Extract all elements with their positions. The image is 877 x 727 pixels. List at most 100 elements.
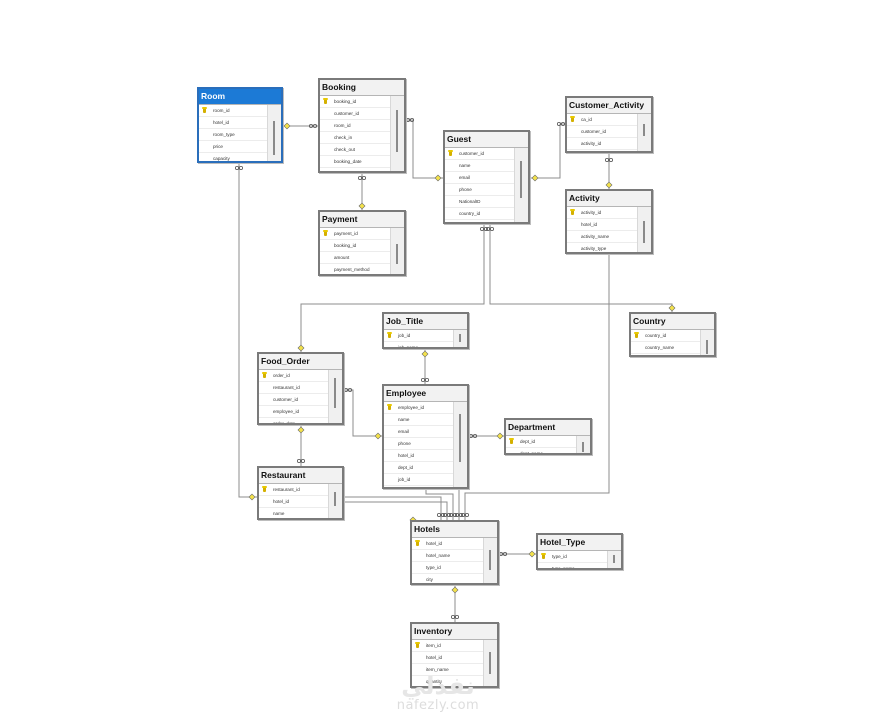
column-row[interactable]: email [445, 172, 514, 184]
column-row[interactable]: country_id [445, 208, 514, 220]
relationship-line[interactable] [344, 389, 382, 437]
column-row[interactable]: country_code [631, 354, 700, 355]
scrollbar-thumb[interactable] [273, 121, 275, 155]
column-row[interactable]: employee_id [384, 402, 453, 414]
column-row[interactable]: capacity [199, 153, 267, 161]
table-title[interactable]: Country [631, 314, 714, 330]
scrollbar[interactable] [514, 148, 528, 222]
scrollbar-thumb[interactable] [582, 442, 584, 452]
table-title[interactable]: Booking [320, 80, 404, 96]
column-row[interactable]: customer_id [445, 148, 514, 160]
column-row[interactable]: job_id [384, 474, 453, 486]
relationship-line[interactable] [238, 163, 257, 498]
column-row[interactable]: payment_id [320, 228, 390, 240]
scrollbar[interactable] [328, 370, 342, 423]
column-row[interactable]: amount [320, 252, 390, 264]
table-title[interactable]: Room [199, 89, 281, 105]
column-row[interactable]: restaurant_id [259, 484, 328, 496]
column-row[interactable]: price [199, 141, 267, 153]
column-row[interactable]: booking_id [320, 96, 390, 108]
column-row[interactable]: job_name [384, 342, 453, 347]
column-row[interactable]: booking_date [320, 156, 390, 168]
scrollbar[interactable] [453, 402, 467, 487]
column-row[interactable]: hotel_id [412, 538, 483, 550]
table-title[interactable]: Hotels [412, 522, 497, 538]
relationship-line[interactable] [530, 123, 565, 179]
relationship-line[interactable] [464, 254, 610, 520]
column-row[interactable]: type_name [538, 563, 607, 568]
column-row[interactable]: type_id [412, 562, 483, 574]
relationship-line[interactable] [436, 488, 460, 520]
scrollbar[interactable] [328, 484, 342, 518]
table-title[interactable]: Food_Order [259, 354, 342, 370]
scrollbar[interactable] [637, 207, 651, 252]
column-row[interactable]: type_id [538, 551, 607, 563]
column-row[interactable]: ca_id [567, 114, 637, 126]
column-row[interactable]: hotel_id [412, 652, 483, 664]
column-row[interactable]: hotel_id [259, 496, 328, 508]
column-row[interactable]: name [259, 508, 328, 518]
column-row[interactable]: quantity [412, 676, 483, 686]
column-row[interactable]: phone [445, 184, 514, 196]
table-title[interactable]: Inventory [412, 624, 497, 640]
table-title[interactable]: Customer_Activity [567, 98, 651, 114]
scrollbar[interactable] [576, 436, 590, 453]
relationship-line[interactable] [406, 119, 443, 179]
table-title[interactable]: Guest [445, 132, 528, 148]
column-row[interactable]: is_repeated_guest [445, 220, 514, 222]
column-row[interactable]: name [445, 160, 514, 172]
column-row[interactable]: order_date [259, 418, 328, 423]
column-row[interactable]: restaurant_id [259, 382, 328, 394]
column-row[interactable]: hotel_id [199, 117, 267, 129]
scrollbar-thumb[interactable] [613, 555, 615, 563]
table-title[interactable]: Activity [567, 191, 651, 207]
scrollbar-thumb[interactable] [643, 124, 645, 136]
column-row[interactable]: customer_id [567, 126, 637, 138]
scrollbar[interactable] [700, 330, 714, 355]
column-row[interactable]: name [384, 414, 453, 426]
table-title[interactable]: Hotel_Type [538, 535, 621, 551]
column-row[interactable]: hotel_id [384, 450, 453, 462]
scrollbar-thumb[interactable] [334, 492, 336, 506]
column-row[interactable]: hire_date [384, 486, 453, 487]
scrollbar-thumb[interactable] [520, 161, 522, 198]
scrollbar[interactable] [483, 640, 497, 686]
column-row[interactable]: customer_id [320, 108, 390, 120]
scrollbar[interactable] [453, 330, 467, 347]
scrollbar[interactable] [390, 96, 404, 171]
column-row[interactable]: customer_id [259, 394, 328, 406]
column-row[interactable]: country_id [631, 330, 700, 342]
scrollbar-thumb[interactable] [489, 652, 491, 674]
column-row[interactable]: room_id [199, 105, 267, 117]
column-row[interactable]: activity_type [567, 243, 637, 252]
table-title[interactable]: Employee [384, 386, 467, 402]
column-row[interactable]: email [384, 426, 453, 438]
relationship-line[interactable] [300, 224, 485, 352]
scrollbar-thumb[interactable] [459, 334, 461, 342]
table-title[interactable]: Job_Title [384, 314, 467, 330]
scrollbar-thumb[interactable] [489, 550, 491, 570]
column-row[interactable]: phone [384, 438, 453, 450]
column-row[interactable]: check_in [320, 132, 390, 144]
table-country[interactable]: Countrycountry_idcountry_namecountry_cod… [629, 312, 716, 357]
column-row[interactable]: activity_date [567, 150, 637, 151]
scrollbar-thumb[interactable] [396, 110, 398, 152]
column-row[interactable]: city [412, 574, 483, 583]
column-row[interactable]: dept_name [506, 448, 576, 453]
scrollbar-thumb[interactable] [396, 244, 398, 264]
scrollbar[interactable] [637, 114, 651, 151]
scrollbar-thumb[interactable] [459, 414, 461, 462]
scrollbar-thumb[interactable] [706, 340, 708, 354]
relationship-line[interactable] [344, 501, 448, 520]
scrollbar[interactable] [390, 228, 404, 274]
